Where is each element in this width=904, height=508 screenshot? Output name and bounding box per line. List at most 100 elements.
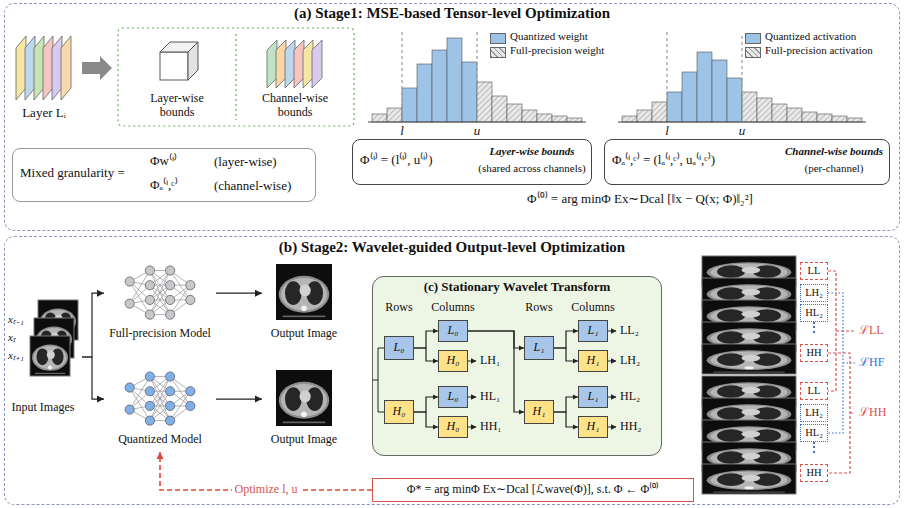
- node-text: HL₂: [805, 427, 823, 439]
- subband-tag: HL₂: [800, 424, 828, 442]
- arrowhead: [97, 290, 104, 297]
- subband-tag: HH: [800, 464, 828, 482]
- wavelet-panel: (c) Stationary Wavelet TransformRowsColu…: [372, 276, 662, 456]
- node-text: H₁: [587, 420, 600, 434]
- arrowhead: [97, 396, 104, 403]
- node-text: LH₁: [480, 354, 500, 368]
- weight-histogram: [492, 96, 507, 122]
- node-text: Layer-wise bounds: [489, 145, 574, 158]
- layer-stack: [43, 36, 53, 100]
- subband-tag: HH: [800, 344, 828, 362]
- bounds-box: Φₐ⁽ⁱ,ᶜ⁾ = (lₐ⁽ⁱ,ᶜ⁾, uₐ⁽ⁱ,ᶜ⁾)Channel-wise…: [604, 139, 890, 185]
- node-text: Φ* = arg minΦ Ex∼Dcal [ℒwave(Φ)], s.t. Φ…: [407, 483, 660, 497]
- activation-histogram: [847, 118, 862, 122]
- activation-histogram: [652, 102, 667, 122]
- node-text: HH: [806, 467, 821, 479]
- layer-stack: [34, 36, 44, 100]
- node-text: Φₐ⁽ⁱ,ᶜ⁾: [150, 178, 178, 193]
- filter-box: L₁: [524, 336, 554, 360]
- node-text: L₀: [448, 324, 459, 338]
- connector: [468, 331, 524, 415]
- subband-stack: [702, 344, 796, 374]
- node-text: HL₁: [480, 390, 500, 404]
- node-text: xₜ₊₁: [8, 349, 24, 362]
- loss-bracket: [828, 271, 855, 391]
- tensor-cube: [188, 42, 198, 80]
- label-text: Layer Lᵢ: [22, 106, 66, 121]
- node-text: (per-channel): [804, 162, 863, 175]
- label-text: ℒLL: [859, 324, 884, 338]
- node-text: HL₂: [805, 307, 823, 319]
- activation-histogram: [757, 98, 772, 122]
- subband-stack: [702, 256, 796, 494]
- filter-box: H₀: [438, 416, 468, 438]
- node-text: H₁: [587, 354, 600, 368]
- node-text: (shared across channels): [478, 162, 586, 175]
- connector-line: [82, 293, 104, 357]
- activation-histogram: [682, 72, 697, 122]
- legend-swatch: [745, 33, 761, 44]
- weight-histogram: [552, 116, 567, 122]
- bounds-group-frame: [235, 34, 236, 120]
- label-text: u: [739, 124, 746, 139]
- channel-stack: [312, 40, 322, 88]
- node-text: H₀: [447, 420, 460, 434]
- activation-histogram: [741, 36, 742, 122]
- granularity-box: Mixed granularity =Φw⁽ⁱ⁾(layer-wise)Φₐ⁽ⁱ…: [12, 148, 316, 202]
- subband-tag: LH₂: [800, 404, 828, 422]
- channel-stack: [267, 40, 322, 88]
- label-text: l: [400, 124, 404, 139]
- subband-tag: LL: [800, 382, 828, 400]
- stage-panel: (b) Stage2: Wavelet-guided Output-level …: [4, 236, 900, 505]
- tensor-cube: [160, 42, 198, 80]
- channel-stack: [294, 40, 304, 88]
- activation-histogram: [712, 60, 727, 122]
- layer-stack: [16, 36, 26, 100]
- node-text: H₀: [393, 405, 406, 419]
- activation-histogram: [772, 104, 787, 122]
- activation-histogram: [697, 52, 712, 122]
- node-text: LL: [808, 265, 821, 277]
- ct-slice: [30, 264, 332, 426]
- activation-histogram: [802, 112, 817, 122]
- connector-line: [554, 397, 578, 412]
- label-text: u: [474, 124, 481, 139]
- legend-text: Full-precision activation: [765, 44, 873, 57]
- subband-stack: [702, 464, 796, 494]
- label-text: Φ⁽⁰⁾ = arg minΦ Ex∼Dcal [‖x − Q(x; Φ)‖₂²…: [527, 192, 753, 207]
- channel-stack: [267, 40, 277, 88]
- weight-histogram: [387, 108, 402, 122]
- node-text: Full-precision Model: [109, 327, 211, 341]
- node-text: (a) Stage1: MSE-based Tensor-level Optim…: [294, 5, 610, 22]
- activation-histogram: [666, 32, 667, 122]
- loss-formula: Φ* = arg minΦ Ex∼Dcal [ℒwave(Φ)], s.t. Φ…: [372, 478, 694, 502]
- connector-line: [414, 331, 438, 348]
- weight-histogram: [372, 114, 387, 122]
- wavelet-leader: [608, 361, 616, 362]
- label-text: l: [665, 124, 669, 139]
- wavelet-leader: [608, 427, 616, 428]
- channel-stack: [285, 40, 295, 88]
- label-text: ⋮: [808, 441, 820, 455]
- weight-histogram: [432, 50, 447, 122]
- node-text: xₜ₋₁: [8, 313, 24, 326]
- network-icon: [125, 372, 195, 425]
- node-text: (channel-wise): [214, 179, 291, 194]
- network-icon: [125, 266, 195, 319]
- activation-histogram: [727, 78, 742, 122]
- wavelet-leader: [608, 331, 616, 332]
- filter-box: L₀: [438, 320, 468, 342]
- node-text: Rows: [385, 301, 412, 315]
- node-text: L₁: [588, 390, 599, 404]
- ct-slice: [276, 370, 332, 426]
- filter-box: H₁: [524, 400, 554, 424]
- node-text: Columns: [571, 301, 614, 315]
- connector: [216, 290, 262, 297]
- arrowhead: [157, 452, 164, 459]
- node-text: Φ⁽ⁱ⁾ = (l⁽ⁱ⁾, u⁽ⁱ⁾): [360, 153, 433, 168]
- weight-histogram: [476, 32, 477, 122]
- filter-box: L₁: [578, 320, 608, 342]
- ct-slice: [276, 264, 332, 320]
- node-text: Quantized Model: [118, 433, 202, 447]
